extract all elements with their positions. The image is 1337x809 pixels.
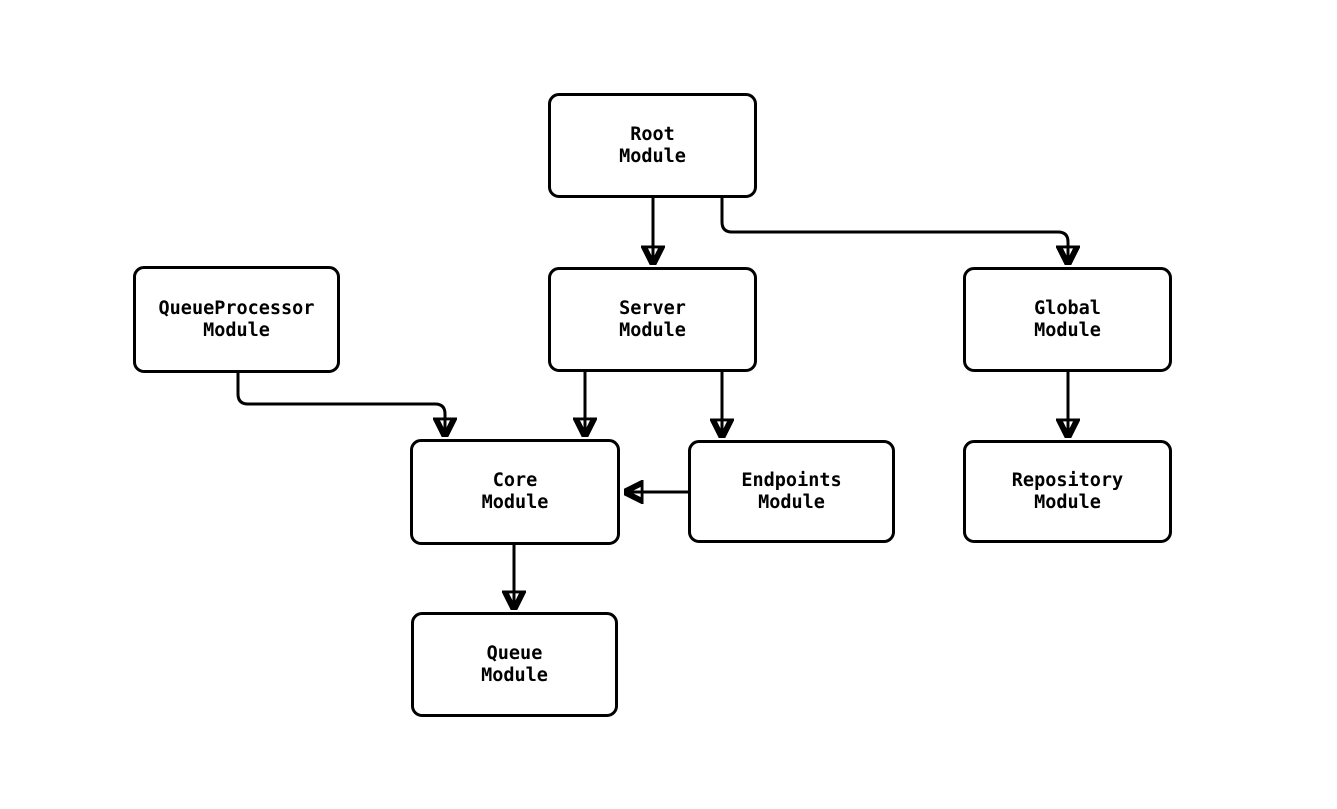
node-repository-module: Repository Module (963, 440, 1172, 543)
edge-root-to-global (720, 198, 1068, 262)
node-repository-module-label: Repository Module (1011, 469, 1124, 513)
node-queueprocessor-module: QueueProcessor Module (133, 266, 340, 373)
node-endpoints-module-label: Endpoints Module (741, 469, 842, 513)
node-queue-module-label: Queue Module (481, 642, 548, 686)
node-root-module-label: Root Module (619, 123, 686, 167)
node-global-module-label: Global Module (1034, 297, 1101, 341)
node-global-module: Global Module (963, 267, 1172, 372)
edge-queueprocessor-to-core (236, 373, 445, 434)
node-queue-module: Queue Module (411, 612, 618, 717)
node-core-module: Core Module (410, 439, 620, 545)
node-queueprocessor-module-label: QueueProcessor Module (158, 297, 315, 341)
node-server-module: Server Module (548, 267, 757, 372)
node-endpoints-module: Endpoints Module (688, 440, 895, 543)
node-root-module: Root Module (548, 93, 757, 198)
node-core-module-label: Core Module (481, 470, 549, 513)
node-server-module-label: Server Module (619, 297, 686, 341)
